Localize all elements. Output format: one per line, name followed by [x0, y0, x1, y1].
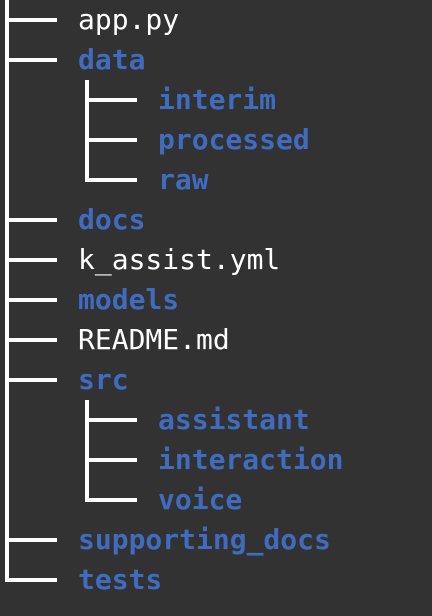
- tree-item-supporting-docs[interactable]: supporting_docs: [78, 523, 331, 556]
- tree-branch-line: [5, 258, 57, 262]
- tree-item-docs[interactable]: docs: [78, 203, 146, 236]
- tree-branch-line: [5, 578, 57, 582]
- tree-item-src[interactable]: src: [78, 363, 129, 396]
- tree-subtrunk-line: [85, 80, 89, 181]
- tree-subtrunk-line: [85, 400, 89, 501]
- tree-item-app-py[interactable]: app.py: [78, 3, 180, 36]
- tree-item-interaction[interactable]: interaction: [158, 443, 344, 476]
- tree-branch-line: [5, 298, 57, 302]
- tree-item-raw[interactable]: raw: [158, 163, 209, 196]
- tree-item-processed[interactable]: processed: [158, 123, 310, 156]
- tree-branch-line: [5, 338, 57, 342]
- tree-item-data[interactable]: data: [78, 43, 146, 76]
- tree-branch-line: [5, 18, 57, 22]
- tree-branch-line: [5, 378, 57, 382]
- tree-item-tests[interactable]: tests: [78, 563, 163, 596]
- tree-branch-line: [5, 218, 57, 222]
- tree-branch-line: [85, 98, 137, 102]
- tree-branch-line: [85, 498, 137, 502]
- tree-item-readme-md[interactable]: README.md: [78, 323, 230, 356]
- tree-trunk-line: [5, 0, 9, 581]
- tree-branch-line: [85, 418, 137, 422]
- tree-branch-line: [85, 458, 137, 462]
- tree-branch-line: [85, 138, 137, 142]
- tree-branch-line: [85, 178, 137, 182]
- tree-branch-line: [5, 58, 57, 62]
- tree-item-models[interactable]: models: [78, 283, 180, 316]
- tree-item-k-assist-yml[interactable]: k_assist.yml: [78, 243, 281, 276]
- tree-item-assistant[interactable]: assistant: [158, 403, 310, 436]
- tree-item-voice[interactable]: voice: [158, 483, 243, 516]
- tree-item-interim[interactable]: interim: [158, 83, 277, 116]
- tree-branch-line: [5, 538, 57, 542]
